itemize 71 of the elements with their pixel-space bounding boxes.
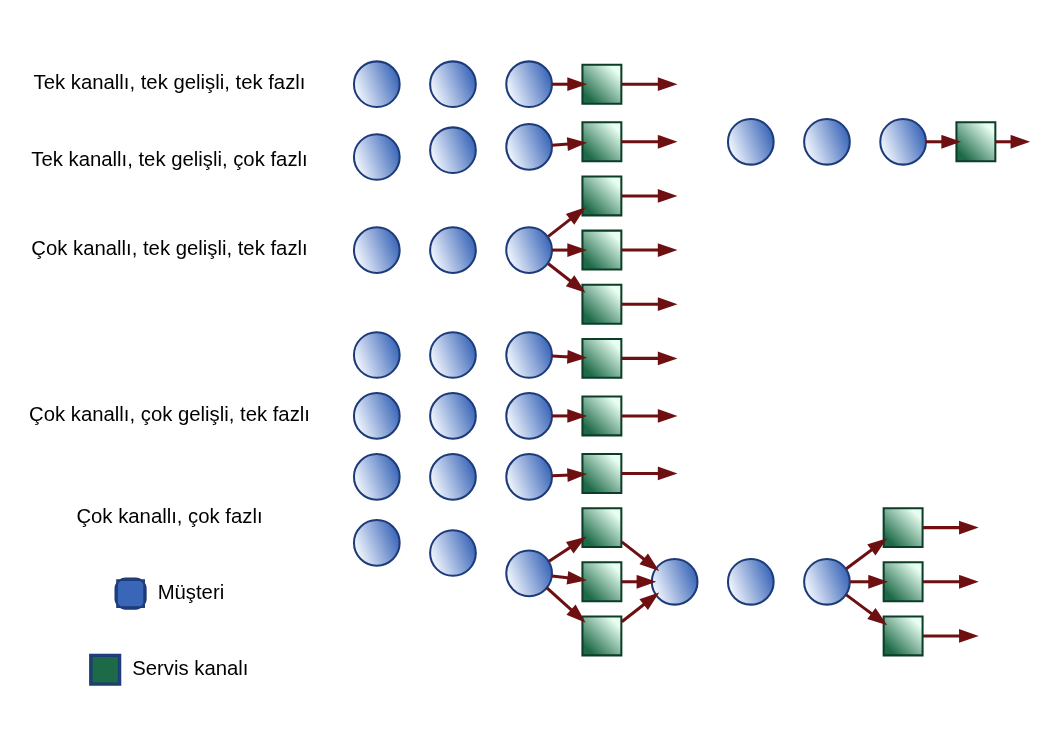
node-box — [882, 507, 924, 549]
node-box — [581, 63, 623, 105]
node-circle — [429, 60, 477, 109]
node-circle — [429, 392, 477, 440]
arrow — [995, 134, 1031, 149]
node-circle — [352, 519, 401, 567]
node-box — [882, 615, 924, 657]
node-box — [882, 561, 924, 603]
node-circle — [505, 549, 553, 598]
node-box — [581, 229, 623, 271]
arrow — [923, 574, 979, 589]
node-circle — [429, 126, 477, 175]
node-box — [581, 507, 623, 549]
arrow — [621, 189, 678, 203]
node-circle — [879, 117, 927, 166]
node-circle — [352, 60, 401, 109]
node-circle — [429, 453, 477, 501]
node-circle — [726, 557, 775, 606]
node-circle — [429, 226, 477, 274]
arrow — [621, 243, 678, 257]
arrow — [621, 297, 678, 312]
node-circle — [803, 117, 851, 166]
label: Tek kanallı, tek gelişli, tek fazlı — [33, 71, 306, 94]
arrow — [547, 262, 586, 293]
arrow — [621, 351, 678, 366]
arrow — [621, 409, 678, 423]
arrow — [620, 540, 660, 572]
node-box — [581, 395, 623, 437]
arrow — [621, 134, 678, 149]
node-box — [581, 283, 623, 325]
legend-label: Servis kanalı — [132, 657, 249, 680]
node-circle — [352, 453, 401, 501]
node-circle — [352, 331, 401, 379]
node-circle — [505, 453, 553, 501]
arrow — [621, 574, 657, 589]
node-circle — [352, 133, 401, 181]
node-box — [955, 121, 997, 163]
node-circle — [429, 529, 477, 577]
node-circle — [803, 557, 851, 606]
legend-label: Müşteri — [157, 580, 225, 603]
node-circle — [505, 226, 553, 274]
label: Çok kanallı, çok fazlı — [76, 504, 263, 527]
node-box — [581, 615, 623, 657]
arrow — [923, 629, 979, 643]
node-circle — [726, 117, 775, 166]
node-circle — [352, 392, 401, 440]
arrow — [850, 574, 888, 589]
arrow — [923, 520, 979, 535]
arrow — [620, 592, 660, 623]
label: Çok kanallı, çok gelişli, tek fazlı — [29, 403, 310, 426]
label: Tek kanallı, tek gelişli, çok fazlı — [31, 147, 308, 170]
node-box — [581, 337, 623, 379]
arrow — [547, 207, 586, 238]
arrow — [845, 593, 888, 626]
node-box — [581, 121, 623, 163]
arrow — [545, 586, 586, 623]
node-box — [581, 561, 623, 603]
node-box — [581, 453, 623, 494]
node-circle — [505, 392, 553, 440]
node-circle — [505, 60, 553, 109]
node-circle — [650, 557, 699, 606]
arrow — [845, 538, 888, 570]
arrow — [621, 77, 678, 92]
node-circle — [352, 226, 401, 274]
node-circle — [505, 331, 553, 379]
node-circle — [429, 331, 477, 379]
node-circle — [505, 123, 553, 171]
arrow — [548, 536, 587, 563]
label: Çok kanallı, tek gelişli, tek fazlı — [31, 237, 308, 260]
arrow — [621, 466, 678, 481]
node-box — [581, 175, 623, 217]
